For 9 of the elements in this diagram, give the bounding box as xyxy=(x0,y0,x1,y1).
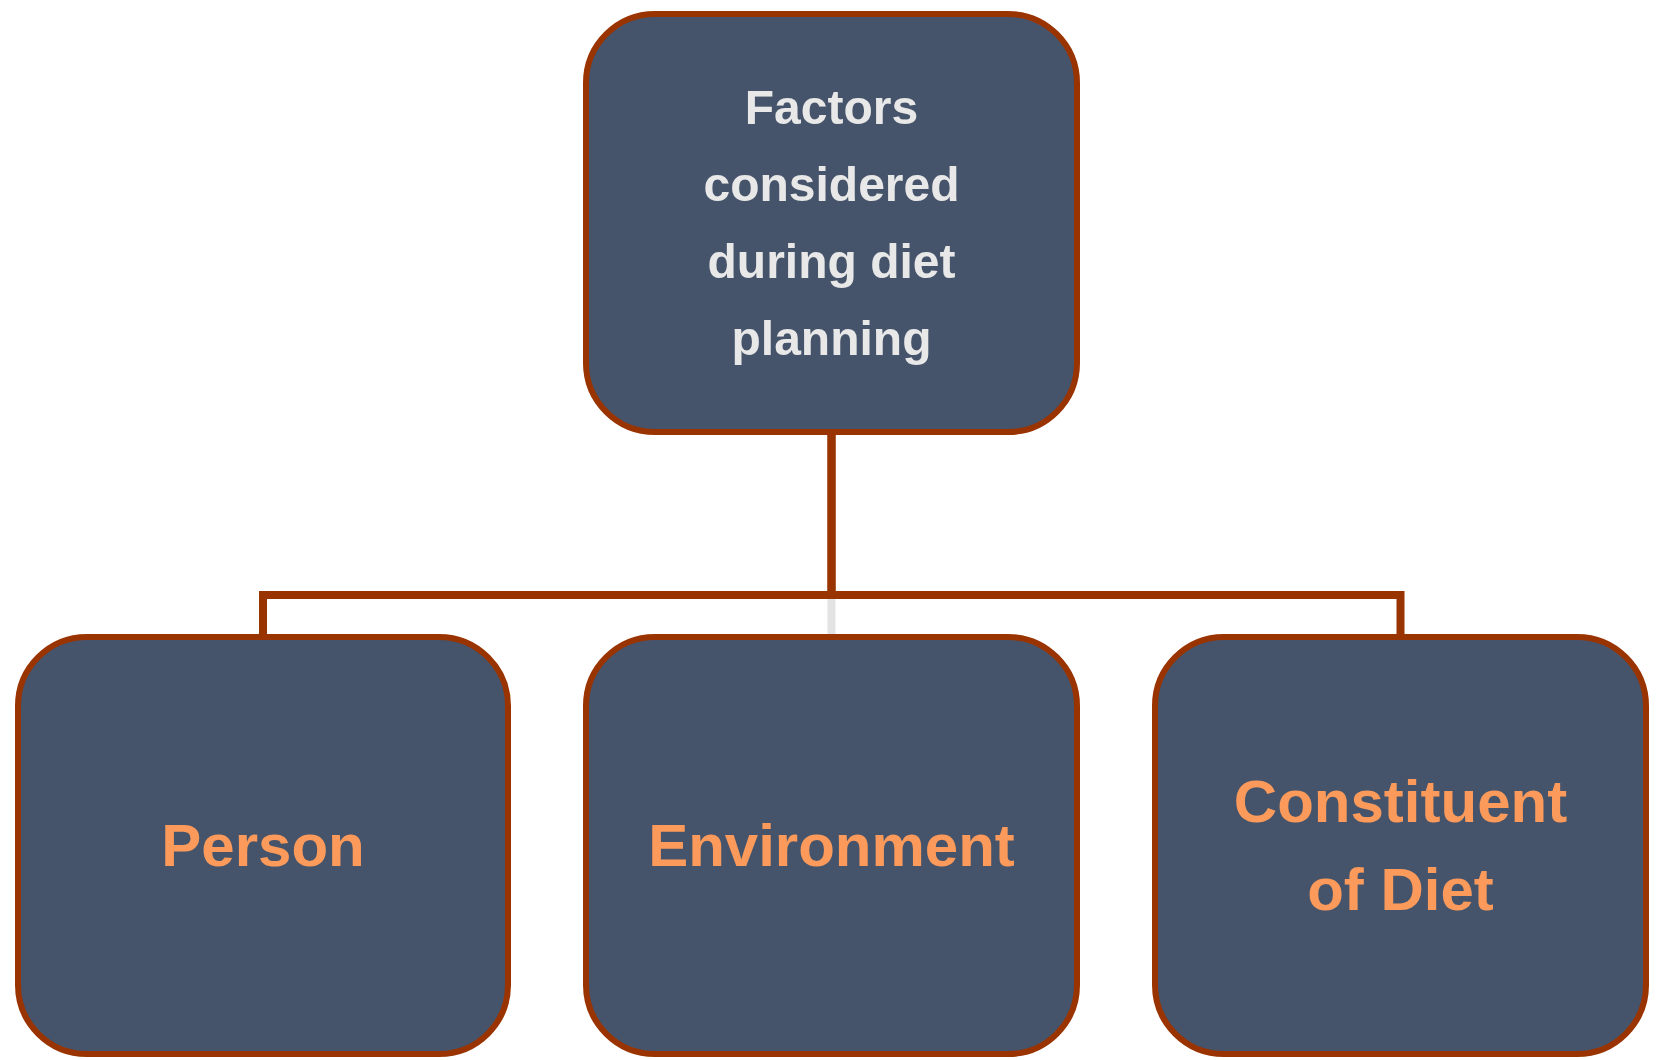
connector-line xyxy=(827,435,1405,634)
box-label: Factors considered during diet planning xyxy=(702,80,961,367)
rounded-box xyxy=(15,634,511,1057)
box-label: Person xyxy=(161,810,365,881)
rounded-box xyxy=(1152,634,1649,1057)
rounded-box xyxy=(583,11,1080,435)
rounded-box xyxy=(583,634,1080,1057)
box-label: Constituent of Diet xyxy=(1232,766,1569,925)
box-label: Environment xyxy=(648,810,1015,881)
